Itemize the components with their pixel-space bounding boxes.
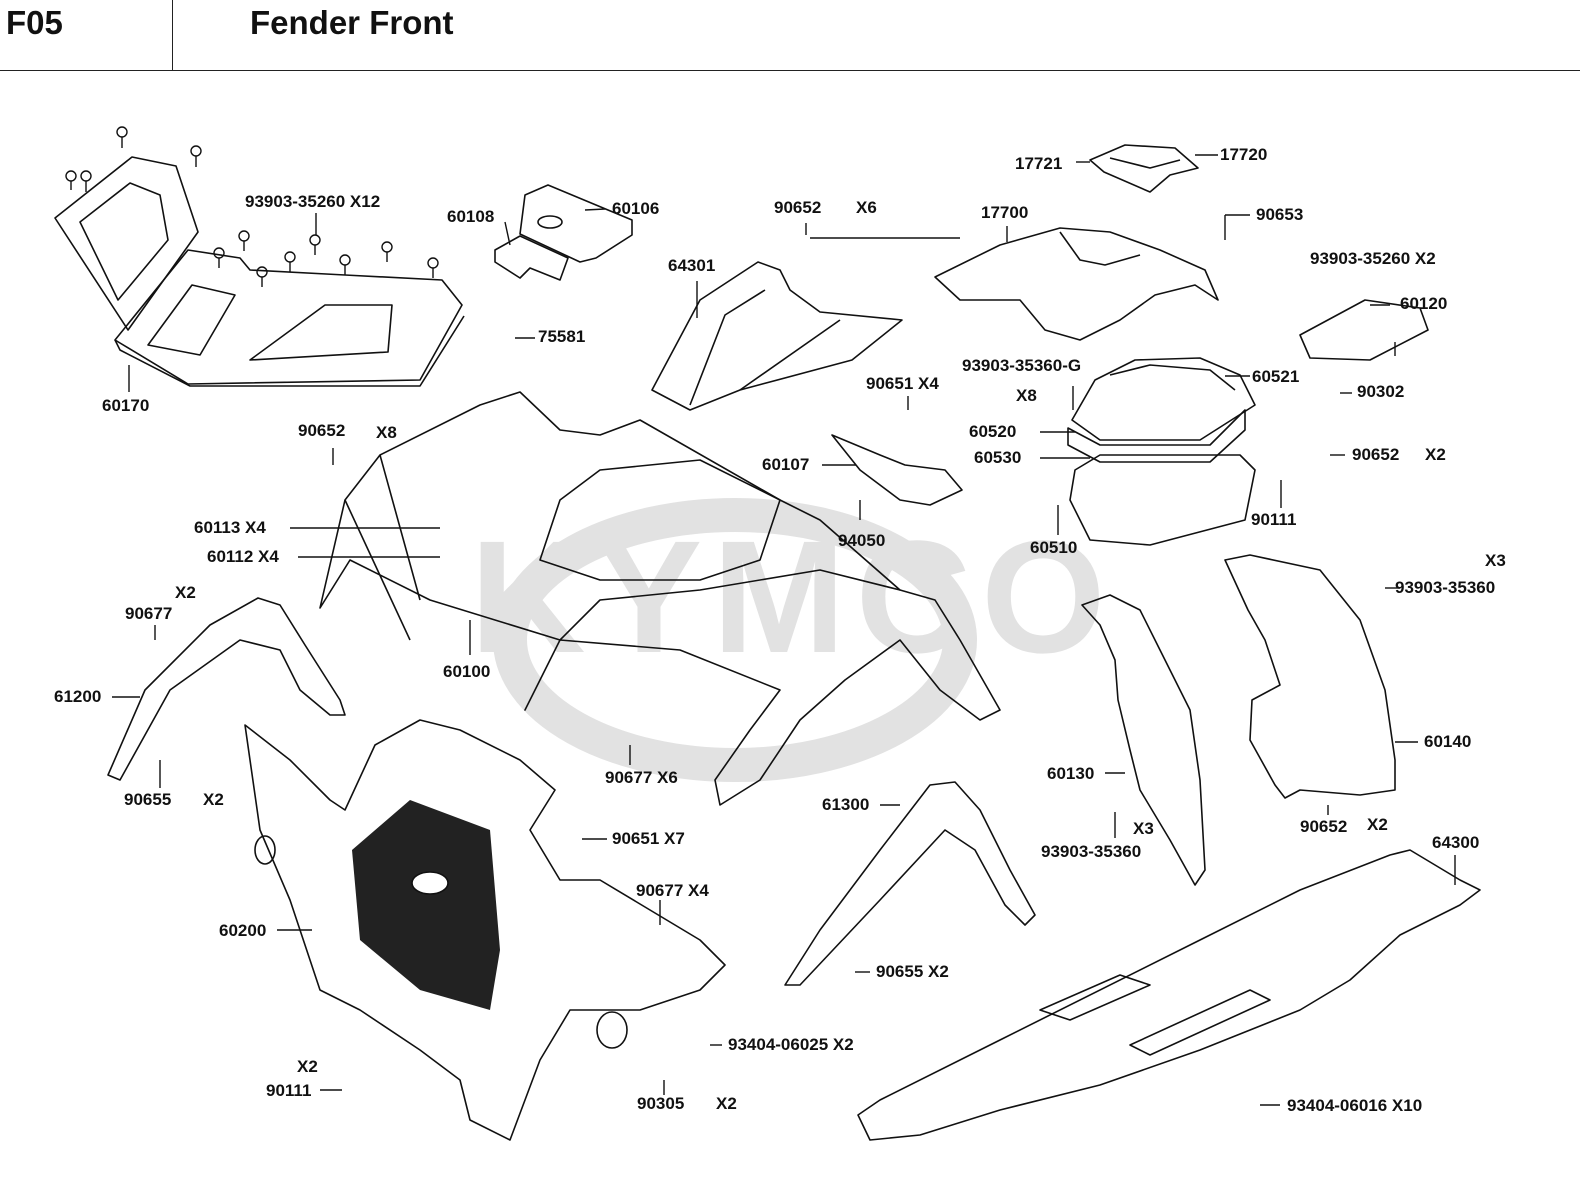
callout-93903-35360-b: 93903-35360	[1041, 842, 1142, 861]
callout-90677-x6: 90677 X6	[605, 768, 678, 787]
callout-60520: 60520	[969, 422, 1017, 441]
callout-x2-d: X2	[1367, 815, 1388, 834]
callout-93404-06025-x2: 93404-06025 X2	[728, 1035, 854, 1054]
callout-90652: 90652	[774, 198, 822, 217]
callout-90111-b: 90111	[266, 1081, 312, 1100]
callout-60112-x4: 60112 X4	[207, 547, 279, 566]
callout-60200: 60200	[219, 921, 267, 940]
callout-90655-x2: 90655 X2	[876, 962, 949, 981]
callout-64300: 64300	[1432, 833, 1480, 852]
callout-61200: 61200	[54, 687, 102, 706]
part-60140[interactable]	[1224, 554, 1396, 799]
page-title: Fender Front	[250, 4, 454, 41]
callout-x2-a: X2	[1425, 445, 1446, 464]
part-60130[interactable]	[1081, 594, 1206, 886]
part-airbox[interactable]	[1067, 357, 1256, 546]
leader-lines	[112, 154, 1456, 1106]
callout-64301: 64301	[668, 256, 716, 275]
page-header: F05 Fender Front	[0, 0, 1580, 71]
part-60106-60108[interactable]	[494, 184, 633, 281]
callout-90111-a: 90111	[1251, 510, 1297, 529]
callout-17720: 17720	[1220, 145, 1268, 164]
callout-x3-b: X3	[1133, 819, 1154, 838]
callout-x2-b: X2	[175, 583, 196, 602]
callout-x8-a: X8	[1016, 386, 1037, 405]
callout-17721: 17721	[1015, 154, 1063, 173]
callout-90651-x7: 90651 X7	[612, 829, 685, 848]
callout-90302: 90302	[1357, 382, 1405, 401]
callout-60130: 60130	[1047, 764, 1095, 783]
part-64300-skid-plate[interactable]	[857, 849, 1481, 1141]
callout-x6: X6	[856, 198, 877, 217]
callout-60140: 60140	[1424, 732, 1472, 751]
callout-60108: 60108	[447, 207, 495, 226]
callout-60530: 60530	[974, 448, 1022, 467]
callout-90652-c: 90652	[298, 421, 346, 440]
callout-90677: 90677	[125, 604, 173, 623]
callout-75581: 75581	[538, 327, 586, 346]
callout-60510: 60510	[1030, 538, 1078, 557]
part-61300-right-fender[interactable]	[784, 781, 1036, 986]
part-17720-17721[interactable]	[1089, 144, 1199, 193]
callout-90677-x4: 90677 X4	[636, 881, 709, 900]
callout-90305: 90305	[637, 1094, 685, 1113]
callout-17700: 17700	[981, 203, 1029, 222]
part-17700[interactable]	[934, 227, 1219, 341]
callout-x2-f: X2	[716, 1094, 737, 1113]
callout-60106: 60106	[612, 199, 660, 218]
part-60100-front-fender[interactable]	[319, 391, 1001, 806]
callout-90655: 90655	[124, 790, 172, 809]
part-60120[interactable]	[1299, 299, 1429, 361]
callout-61300: 61300	[822, 795, 870, 814]
callout-60113-x4: 60113 X4	[194, 518, 266, 537]
callout-94050: 94050	[838, 531, 886, 550]
callout-90653: 90653	[1256, 205, 1304, 224]
callout-93903-35360-g: 93903-35360-G	[962, 356, 1082, 375]
part-60107[interactable]	[831, 434, 963, 506]
screw-icons	[65, 126, 439, 287]
callout-90652-d: 90652	[1300, 817, 1348, 836]
callout-x8-b: X8	[376, 423, 397, 442]
part-61200-left-fender[interactable]	[107, 597, 346, 781]
callout-90651-x4: 90651 X4	[866, 374, 939, 393]
callout-93404-06016-x10: 93404-06016 X10	[1287, 1096, 1423, 1115]
callout-93903-35260-x2: 93903-35260 X2	[1310, 249, 1436, 268]
callout-x3-a: X3	[1485, 551, 1506, 570]
section-code: F05	[6, 4, 63, 41]
callout-60100: 60100	[443, 662, 491, 681]
header-divider	[172, 0, 173, 70]
callout-93903-35260-x12: 93903-35260 X12	[245, 192, 381, 211]
callout-90652-b: 90652	[1352, 445, 1400, 464]
callout-60521: 60521	[1252, 367, 1300, 386]
callout-93903-35360-a: 93903-35360	[1395, 578, 1496, 597]
callout-x2-e: X2	[297, 1057, 318, 1076]
part-60200-front-bumper[interactable]	[244, 719, 726, 1141]
callout-60120: 60120	[1400, 294, 1448, 313]
callout-x2-c: X2	[203, 790, 224, 809]
callout-60107: 60107	[762, 455, 810, 474]
callout-60170: 60170	[102, 396, 150, 415]
part-64301[interactable]	[651, 261, 903, 411]
watermark-ring	[493, 498, 977, 782]
